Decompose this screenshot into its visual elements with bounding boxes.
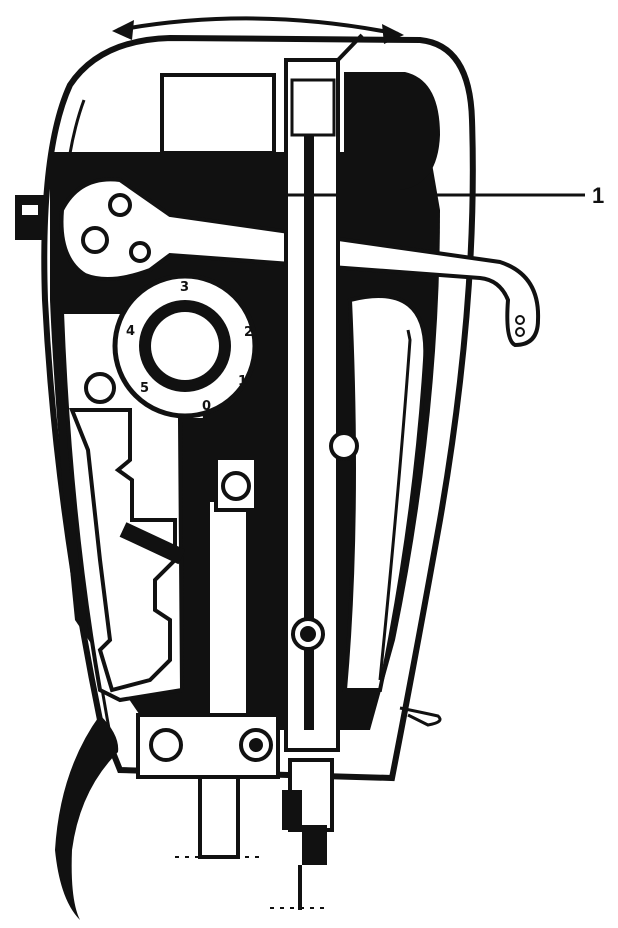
dial-number: 0: [202, 399, 211, 414]
presser-bar: [206, 456, 258, 737]
dial-number: 2: [244, 325, 253, 340]
dial-number: 4: [126, 324, 135, 339]
needle-bar: [284, 33, 364, 752]
bottom-clamp: [136, 713, 280, 779]
cam-housing: [342, 294, 428, 692]
upper-cover: [160, 72, 440, 190]
dial-number: 3: [180, 280, 189, 295]
callout-label: 1: [592, 183, 604, 208]
lever-bracket: [69, 372, 186, 693]
stitch-dial: 3 2 1 0 5 4: [112, 273, 258, 419]
dial-number: 1: [238, 374, 247, 389]
thread-guide-hook: [55, 715, 119, 920]
dial-number: 5: [140, 381, 149, 396]
callout-1: 1: [230, 183, 604, 208]
needle-clamp: [175, 758, 334, 910]
wire-guide: [399, 706, 442, 727]
